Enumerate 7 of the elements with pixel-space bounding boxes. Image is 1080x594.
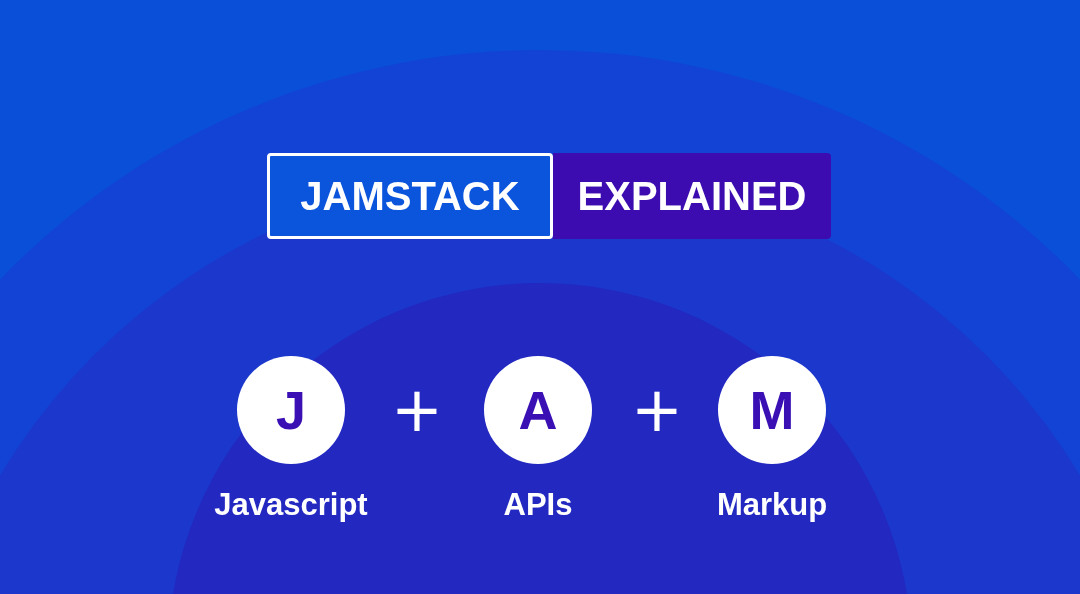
plus-sign: + (390, 375, 444, 445)
title-box: JAMSTACK (267, 153, 553, 239)
title-box: EXPLAINED (553, 153, 831, 239)
plus-sign: + (630, 375, 684, 445)
term-label: APIs (502, 486, 574, 524)
term-label: Javascript (213, 486, 369, 524)
term-label: Markup (715, 486, 829, 524)
